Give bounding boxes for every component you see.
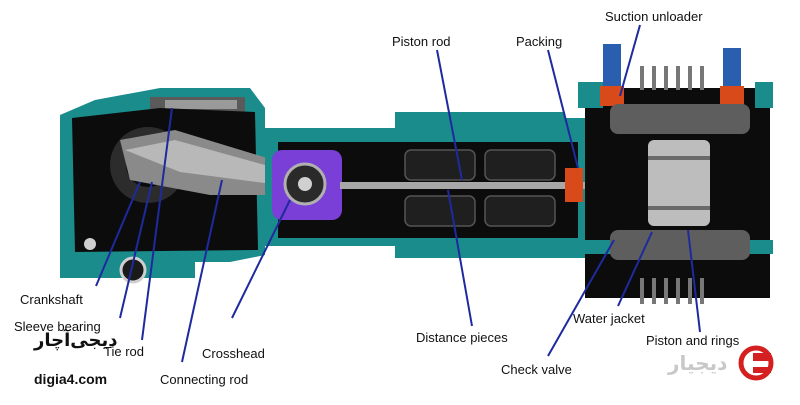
leader-piston-rod [436, 49, 463, 181]
chamber-left-lower [404, 195, 476, 227]
brand-logo: دیجیار [668, 343, 778, 385]
piston-ring-1 [648, 156, 710, 160]
leader-crosshead [231, 199, 291, 319]
suction-unloader-left [600, 44, 624, 106]
suction-unloader-right [720, 48, 744, 106]
distance-piece-top [395, 112, 565, 130]
piston-head [648, 140, 710, 226]
leader-piston-rings [687, 229, 701, 333]
crosshead-pin-center [298, 177, 312, 191]
cooling-fins-top [640, 66, 704, 90]
leader-tie-rod [141, 107, 173, 341]
frame-ribs [165, 100, 237, 109]
leader-distance-pieces [447, 189, 473, 327]
label-water-jacket: Water jacket [573, 311, 645, 326]
chamber-right-lower [484, 195, 556, 227]
leader-crankshaft [95, 181, 141, 287]
brand-website: digia4.com [34, 371, 108, 387]
label-packing: Packing [516, 34, 563, 49]
label-distance-pieces: Distance pieces [416, 330, 508, 345]
packing-rings [565, 168, 583, 202]
label-sleeve-bearing: Sleeve bearing [14, 319, 101, 334]
leader-packing [547, 49, 579, 169]
label-crosshead: Crosshead [202, 346, 265, 361]
label-tie-rod: Tie rod [104, 344, 144, 359]
leader-lines [95, 24, 701, 363]
lower-bearing [119, 256, 147, 284]
label-crankshaft: Crankshaft [20, 292, 83, 307]
brand-logo-text: دیجیار [668, 353, 728, 375]
label-piston-and-rings: Piston and rings [646, 333, 740, 348]
wrench-logo-icon [738, 345, 774, 381]
chamber-right [484, 149, 556, 181]
leader-water-jacket [617, 231, 653, 307]
cylinder-right-teal [755, 82, 773, 108]
leader-sleeve-bearing [119, 181, 153, 319]
piston-ring-2 [648, 206, 710, 210]
label-connecting-rod: Connecting rod [160, 372, 249, 387]
leader-suction-unloader [619, 24, 641, 97]
valve-chamber-bottom [610, 230, 750, 260]
brand-persian-name: دیجی‌آچار [34, 330, 118, 350]
cooling-fins-bottom [640, 278, 704, 304]
small-bolt [84, 238, 96, 250]
piston-rod-shaft [340, 182, 680, 189]
leader-connecting-rod [181, 179, 223, 363]
label-check-valve: Check valve [501, 362, 572, 377]
label-piston-rod: Piston rod [392, 34, 451, 49]
label-suction-unloader: Suction unloader [605, 9, 703, 24]
leader-check-valve [547, 239, 615, 357]
valve-chamber-top [610, 104, 750, 134]
cylinder-top-teal [578, 82, 603, 108]
chamber-left [404, 149, 476, 181]
